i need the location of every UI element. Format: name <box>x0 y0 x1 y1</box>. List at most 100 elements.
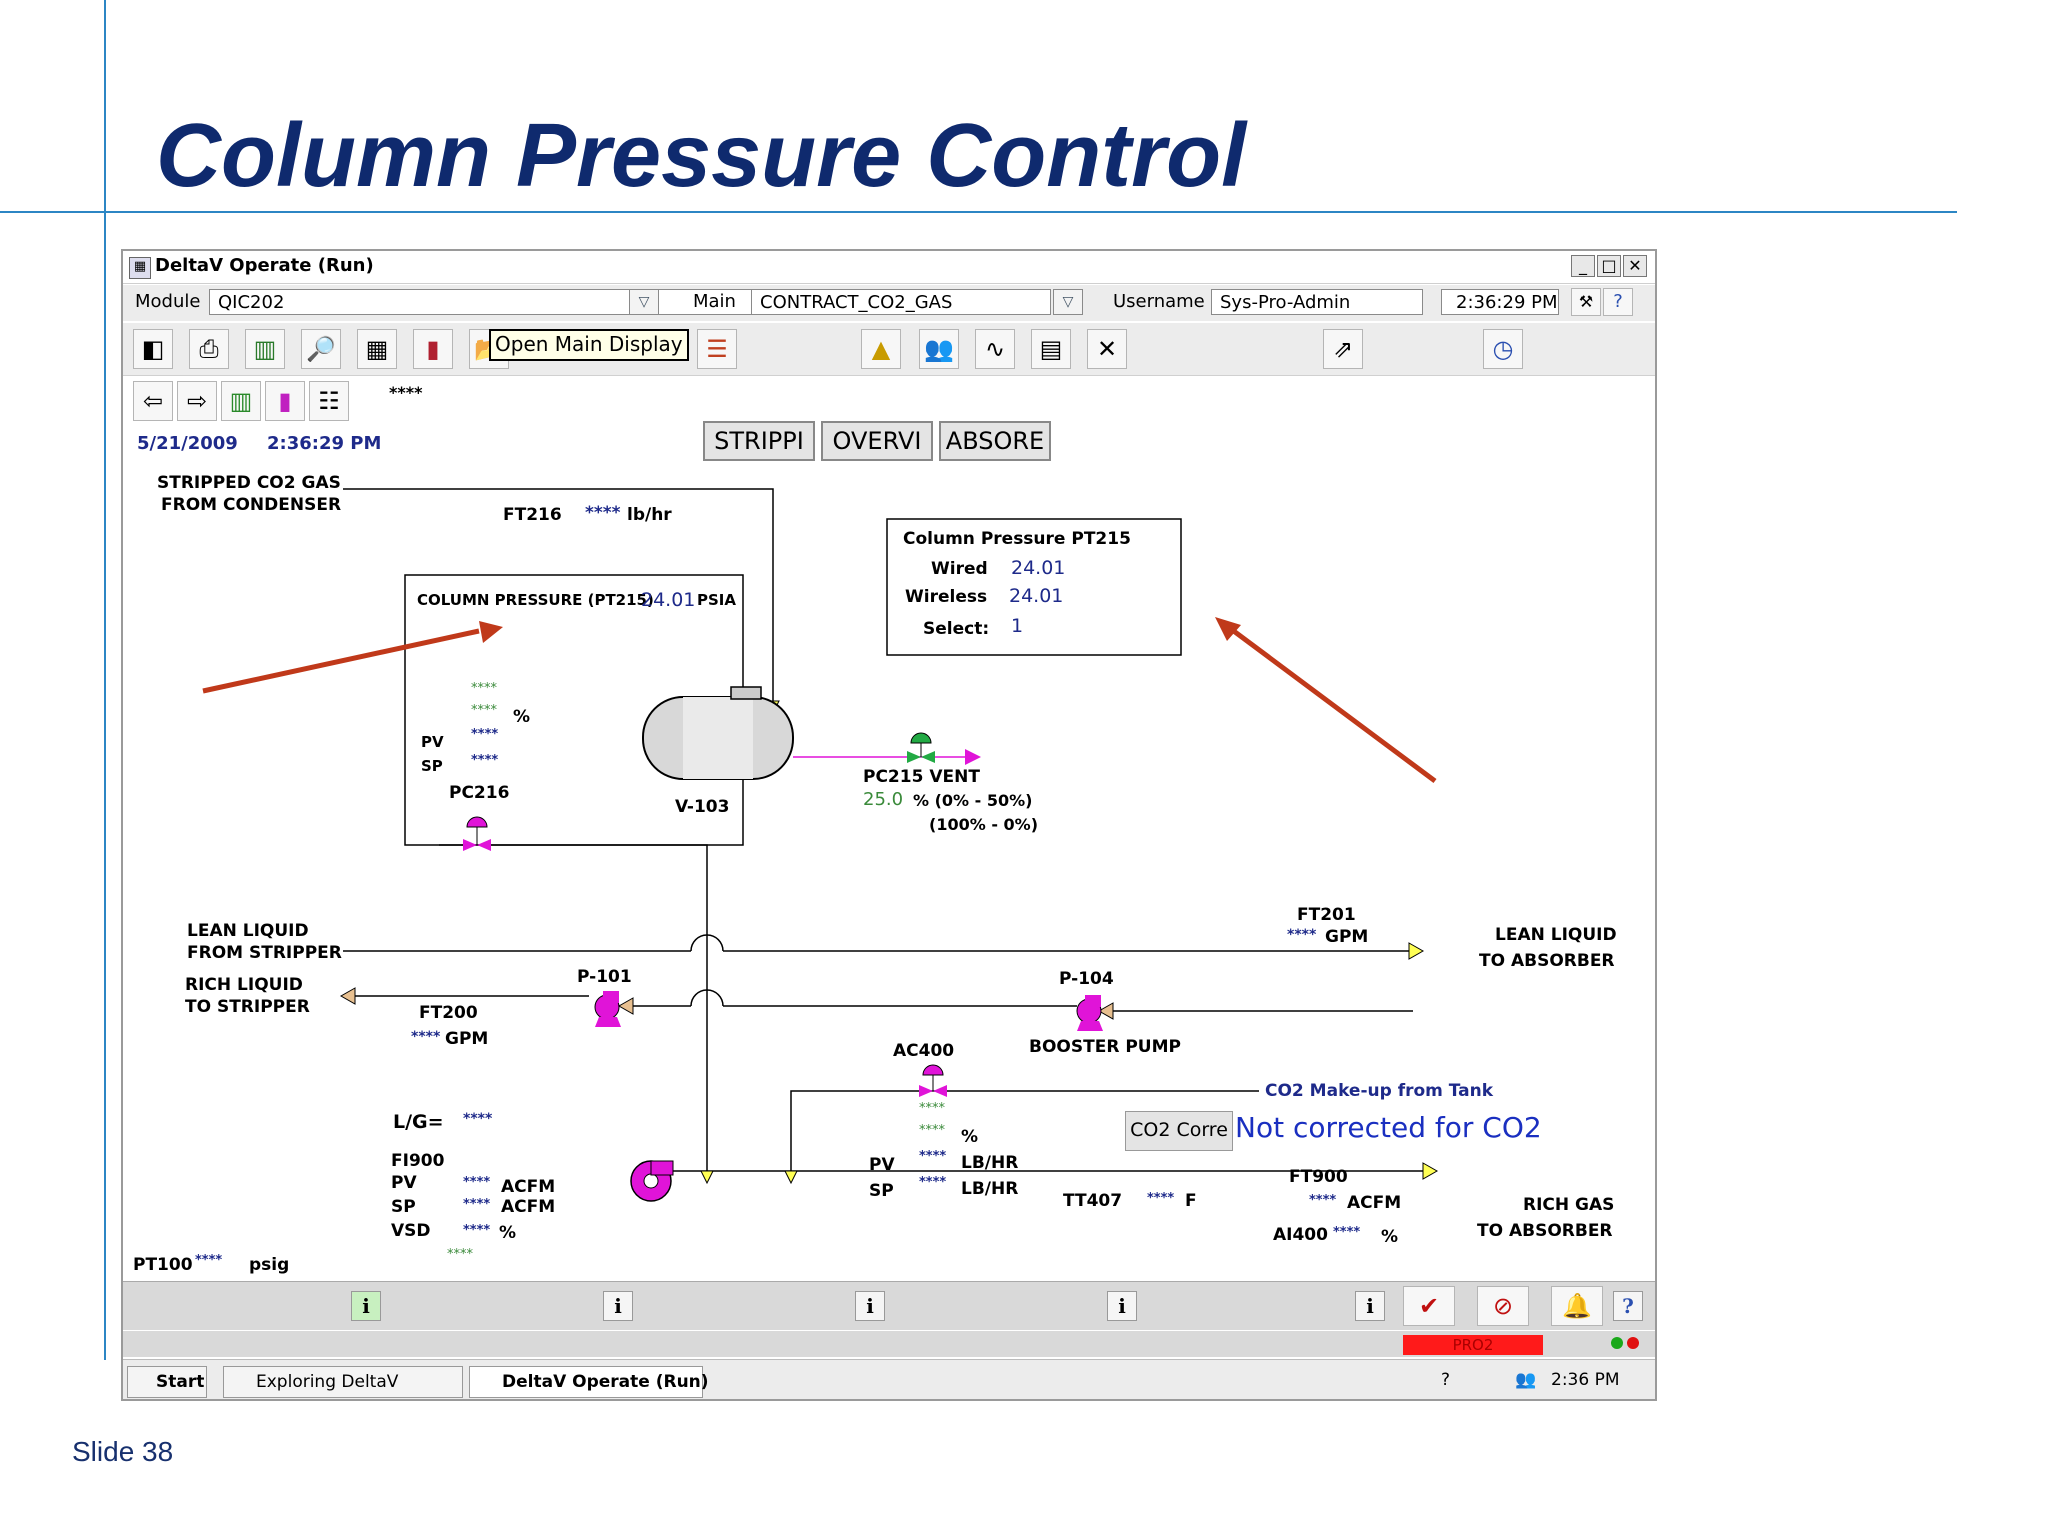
alarm-status: PRO2 <box>1403 1335 1543 1355</box>
pc216-out1: **** <box>471 681 497 696</box>
status-red-icon <box>1627 1337 1639 1349</box>
ft216-tag: FT216 <box>503 505 562 525</box>
clock-icon[interactable]: ◷ <box>1483 329 1523 369</box>
users-icon[interactable]: 👥 <box>919 329 959 369</box>
pc216-sp-label: SP <box>421 757 443 775</box>
info-button-4[interactable]: i <box>1107 1291 1137 1321</box>
pt215-wired-value: 24.01 <box>1011 557 1066 579</box>
fi900-pv-unit: ACFM <box>501 1177 556 1197</box>
co2-makeup-label: CO2 Make-up from Tank <box>1265 1081 1494 1101</box>
info-button-3[interactable]: i <box>855 1291 885 1321</box>
main-dropdown-icon[interactable]: ▽ <box>1053 289 1083 315</box>
faceplate-nav-icon[interactable]: ▥ <box>221 381 261 421</box>
rich-to-label-2: TO STRIPPER <box>185 997 310 1017</box>
task-exploring[interactable]: Exploring DeltaV <box>223 1366 463 1398</box>
fi900-extra: **** <box>447 1247 473 1262</box>
lean-from-label-2: FROM STRIPPER <box>187 943 342 963</box>
ft200-value: **** <box>411 1029 441 1045</box>
header-bar: Module QIC202 ▽ Main CONTRACT_CO2_GAS ▽ … <box>123 285 1655 321</box>
detail-list-icon[interactable]: ☷ <box>309 381 349 421</box>
ft201-value: **** <box>1287 927 1317 943</box>
ft216-unit: lb/hr <box>627 505 672 525</box>
pt215-wireless-value: 24.01 <box>1009 585 1064 607</box>
horn-icon[interactable]: 🔔 <box>1551 1286 1603 1326</box>
start-button[interactable]: Start <box>127 1366 207 1398</box>
pc216-pv-label: PV <box>421 733 444 751</box>
column-pressure-unit: PSIA <box>697 591 736 609</box>
faceplate-icon[interactable]: ▥ <box>245 329 285 369</box>
export-icon[interactable]: ⇗ <box>1323 329 1363 369</box>
pc216-pv: **** <box>471 727 499 742</box>
nav-back-icon[interactable]: ⇦ <box>133 381 173 421</box>
silence-icon[interactable]: ⊘ <box>1477 1286 1529 1326</box>
help-icon[interactable]: ? <box>1603 288 1633 316</box>
task-deltav-label: DeltaV Operate (Run) <box>502 1372 709 1392</box>
info-button-1[interactable]: i <box>351 1291 381 1321</box>
ft201-tag: FT201 <box>1297 905 1356 925</box>
print-icon[interactable]: ⎙ <box>189 329 229 369</box>
absorber-button[interactable]: ABSORE <box>939 421 1051 461</box>
banner-help-icon[interactable]: ? <box>1613 1291 1643 1321</box>
stripped-gas-label-1: STRIPPED CO2 GAS <box>157 473 341 493</box>
back-display-icon[interactable]: ◧ <box>133 329 173 369</box>
ac400-pv-unit: LB/HR <box>961 1153 1019 1173</box>
open-main-display-tooltip: Open Main Display <box>489 329 689 361</box>
info-button-2[interactable]: i <box>603 1291 633 1321</box>
process-history-icon[interactable]: ∿ <box>975 329 1015 369</box>
nav-forward-icon[interactable]: ⇨ <box>177 381 217 421</box>
pt215-wireless-label: Wireless <box>905 587 988 607</box>
multi-faceplate-icon[interactable]: ▮ <box>265 381 305 421</box>
ft200-tag: FT200 <box>419 1003 478 1023</box>
tray-users-icon[interactable]: 👥 <box>1515 1370 1537 1390</box>
rich-gas-label-1: RICH GAS <box>1523 1195 1615 1215</box>
username-label: Username <box>1113 291 1205 312</box>
stripped-gas-label-2: FROM CONDENSER <box>161 495 342 515</box>
main-toolbar: ◧ ⎙ ▥ 🔎 ▦ ▮ 📂 Open Main Display ☰ ▲ 👥 ∿ … <box>123 323 1655 376</box>
task-deltav-operate[interactable]: DeltaV Operate (Run) <box>469 1366 709 1398</box>
alarm-list-icon[interactable]: ☰ <box>697 329 737 369</box>
tt407-value: **** <box>1147 1191 1175 1206</box>
minimize-icon[interactable]: _ <box>1571 255 1595 277</box>
deltav-window: ▦ DeltaV Operate (Run) _ □ ✕ Module QIC2… <box>121 249 1657 1401</box>
lg-value: **** <box>463 1111 493 1127</box>
close-icon[interactable]: ✕ <box>1623 255 1647 277</box>
info-button-5[interactable]: i <box>1355 1291 1385 1321</box>
ac400-tag: AC400 <box>893 1041 955 1061</box>
maximize-icon[interactable]: □ <box>1597 255 1621 277</box>
alarm-banner: i i i i i ✔ ⊘ 🔔 ? <box>123 1281 1655 1330</box>
display-date: 5/21/2009 <box>137 433 238 454</box>
nav-stars: **** <box>389 383 423 402</box>
process-graphic <box>202 488 1439 1202</box>
lean-to-label-1: LEAN LIQUID <box>1495 925 1617 945</box>
trend-icon[interactable]: ▮ <box>413 329 453 369</box>
p104-label: P-104 <box>1059 969 1114 989</box>
ac400-sp-label: SP <box>869 1181 894 1201</box>
stripper-button[interactable]: STRIPPI <box>703 421 815 461</box>
pt215-wired-label: Wired <box>931 559 988 579</box>
pc216-sp: **** <box>471 753 499 768</box>
lean-to-label-2: TO ABSORBER <box>1479 951 1615 971</box>
vessel-label: V-103 <box>675 797 730 817</box>
grid-display-icon[interactable]: ▦ <box>357 329 397 369</box>
main-field[interactable]: CONTRACT_CO2_GAS <box>751 289 1051 315</box>
module-field[interactable]: QIC202 <box>209 289 755 315</box>
chart-icon[interactable]: ▤ <box>1031 329 1071 369</box>
overview-button[interactable]: OVERVI <box>821 421 933 461</box>
co2-correction-button[interactable]: CO2 Corre <box>1125 1111 1233 1151</box>
username-field: Sys-Pro-Admin <box>1211 289 1423 315</box>
ai400-value: **** <box>1333 1225 1361 1240</box>
taskbar-clock: 2:36 PM <box>1551 1370 1620 1390</box>
tools-icon[interactable]: ⚒ <box>1571 288 1601 316</box>
tray-help-icon[interactable]: ? <box>1441 1370 1451 1390</box>
pc216-out2: **** <box>471 703 497 718</box>
pt100-value: **** <box>195 1253 223 1268</box>
pump-p101 <box>594 991 621 1027</box>
module-dropdown-icon[interactable]: ▽ <box>629 289 659 315</box>
diagnostics-icon[interactable]: ✕ <box>1087 329 1127 369</box>
detail-display-icon[interactable]: 🔎 <box>301 329 341 369</box>
pc215-vent-range1: % (0% - 50%) <box>913 791 1033 810</box>
acknowledge-icon[interactable]: ✔ <box>1403 1286 1455 1326</box>
ac400-sp-unit: LB/HR <box>961 1179 1019 1199</box>
pc216-tag: PC216 <box>449 783 510 803</box>
deltav-icon[interactable]: ▲ <box>861 329 901 369</box>
